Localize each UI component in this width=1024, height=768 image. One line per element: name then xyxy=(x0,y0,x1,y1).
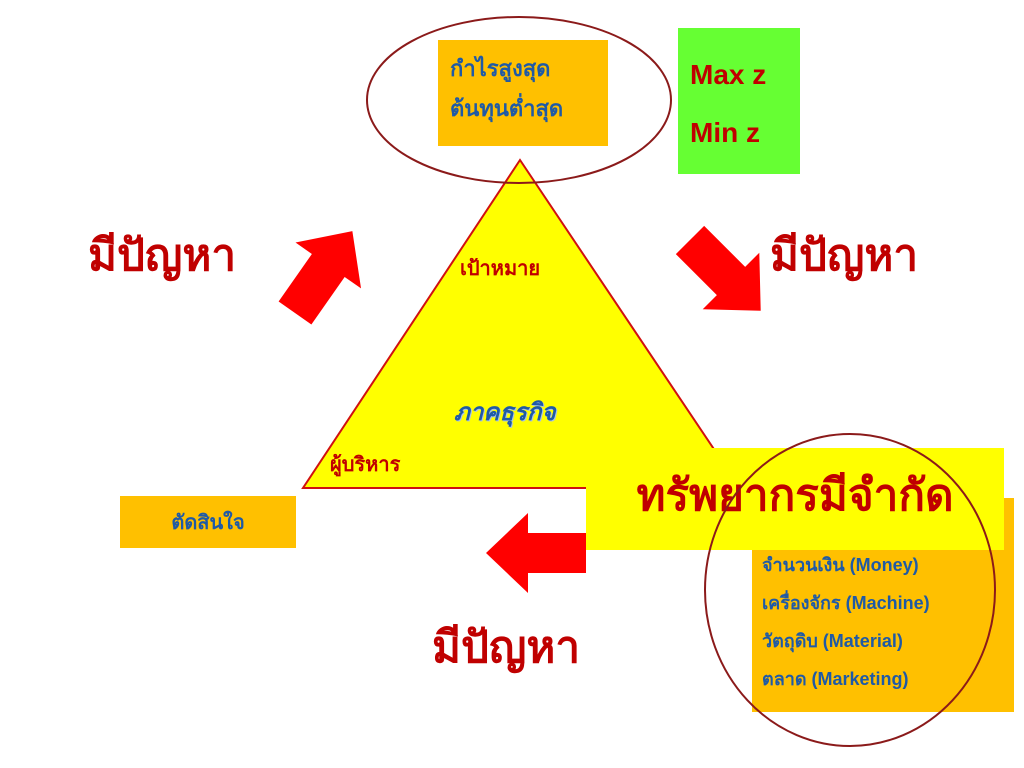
resource-item: เครื่องจักร (Machine) xyxy=(762,593,930,613)
manager-label: ผู้บริหาร xyxy=(330,452,401,476)
resource-item: ตลาด (Marketing) xyxy=(762,669,909,689)
objective-max-profit: กำไรสูงสุด xyxy=(450,57,551,82)
objective-ellipse xyxy=(366,16,672,184)
arrow-down-right-icon xyxy=(675,225,761,311)
problem-label-right: มีปัญหา xyxy=(770,230,919,281)
objective-min-cost: ต้นทุนต่ำสุด xyxy=(450,97,564,122)
problem-label-left: มีปัญหา xyxy=(88,230,237,281)
goal-label: เป้าหมาย xyxy=(460,256,541,280)
objective-box: กำไรสูงสุด ต้นทุนต่ำสุด xyxy=(438,40,608,146)
decision-box: ตัดสินใจ xyxy=(120,496,296,548)
problem-label-bottom: มีปัญหา xyxy=(432,622,581,673)
resources-title-banner: ทรัพยากรมีจำกัด xyxy=(586,448,1004,550)
resources-title: ทรัพยากรมีจำกัด xyxy=(636,470,954,521)
objective-math-box: Max z Min z xyxy=(678,28,800,174)
decision-label: ตัดสินใจ xyxy=(171,510,245,534)
max-z-label: Max z xyxy=(690,59,767,90)
arrow-left-icon xyxy=(486,513,586,593)
business-triangle xyxy=(301,158,742,489)
min-z-label: Min z xyxy=(690,117,760,148)
resources-circle xyxy=(704,433,996,747)
business-sector-label: ภาคธุรกิจ xyxy=(454,398,556,426)
arrow-up-right-icon xyxy=(278,231,362,325)
resource-item: วัตถุดิบ (Material) xyxy=(762,631,903,651)
resource-item: จำนวนเงิน (Money) xyxy=(762,555,919,575)
